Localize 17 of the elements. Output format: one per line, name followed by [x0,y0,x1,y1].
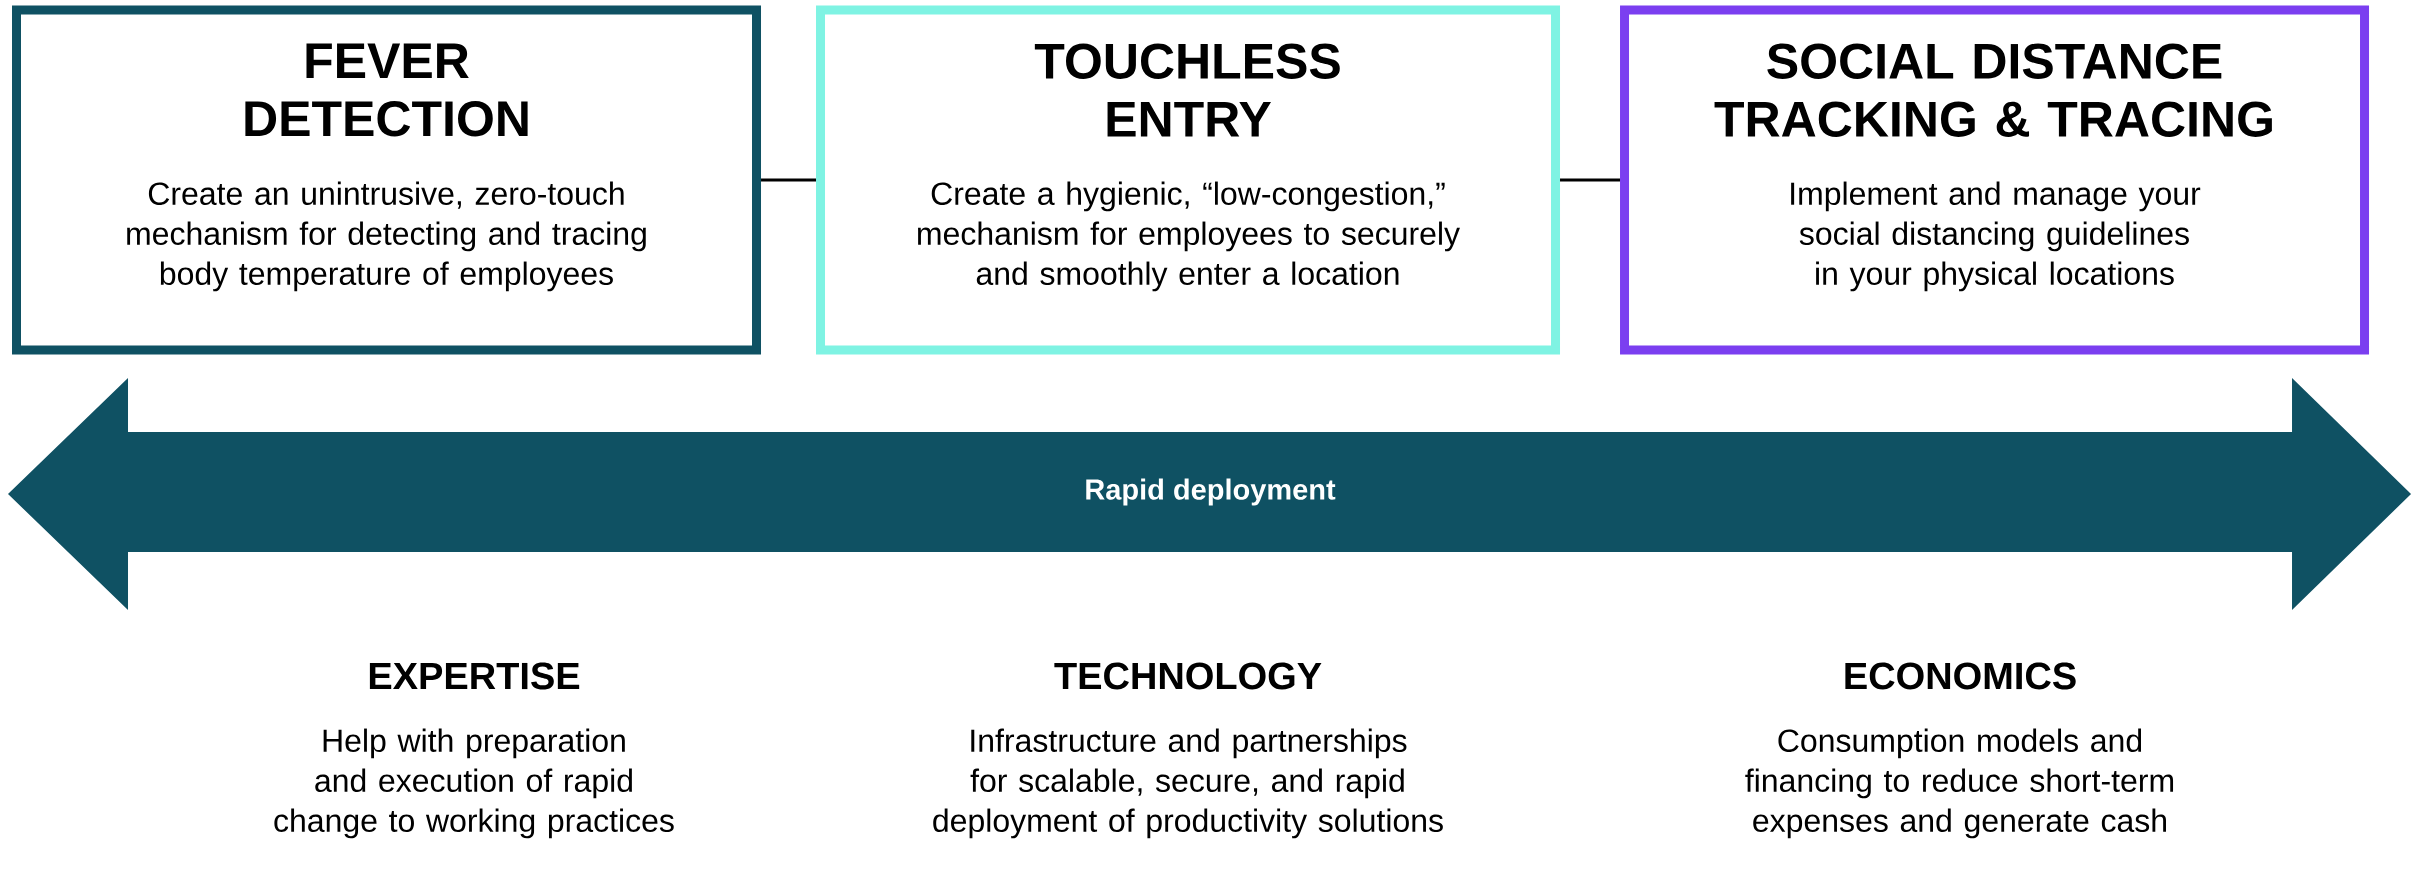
card [1620,5,2370,355]
column-text: Consumption models and financing to reduce short-term expenses and generate cash [1745,728,2174,839]
connector-line [761,178,816,182]
card [816,5,1560,355]
card [12,5,761,355]
card-text: Implement and manage your social distancing guidelines in your physical locations [1791,181,2201,292]
card-text: Create an unintrusive, zero-touch mechanism for detecting and tracing body temperature of employees [127,181,646,292]
column-heading: TECHNOLOGY [1054,662,1322,690]
column-text: Help with preparation and execution of rapid change to working practices [274,728,674,839]
column-text: Infrastructure and partnerships for scalable, secure, and rapid deployment of productivity solutions [933,728,1443,839]
column-heading: EXPERTISE [369,662,580,690]
card-heading: FEVER DETECTION [245,43,528,137]
connector-line [1560,178,1620,182]
card-text: Create a hygienic, “low-congestion,” mechanism for employees to securely and smoothly enter a location [918,181,1460,292]
card-heading: TOUCHLESS ENTRY [1034,43,1340,137]
card-heading: SOCIAL DISTANCE TRACKING & TRACING [1714,43,2272,137]
column-heading: ECONOMICS [1845,662,2076,690]
